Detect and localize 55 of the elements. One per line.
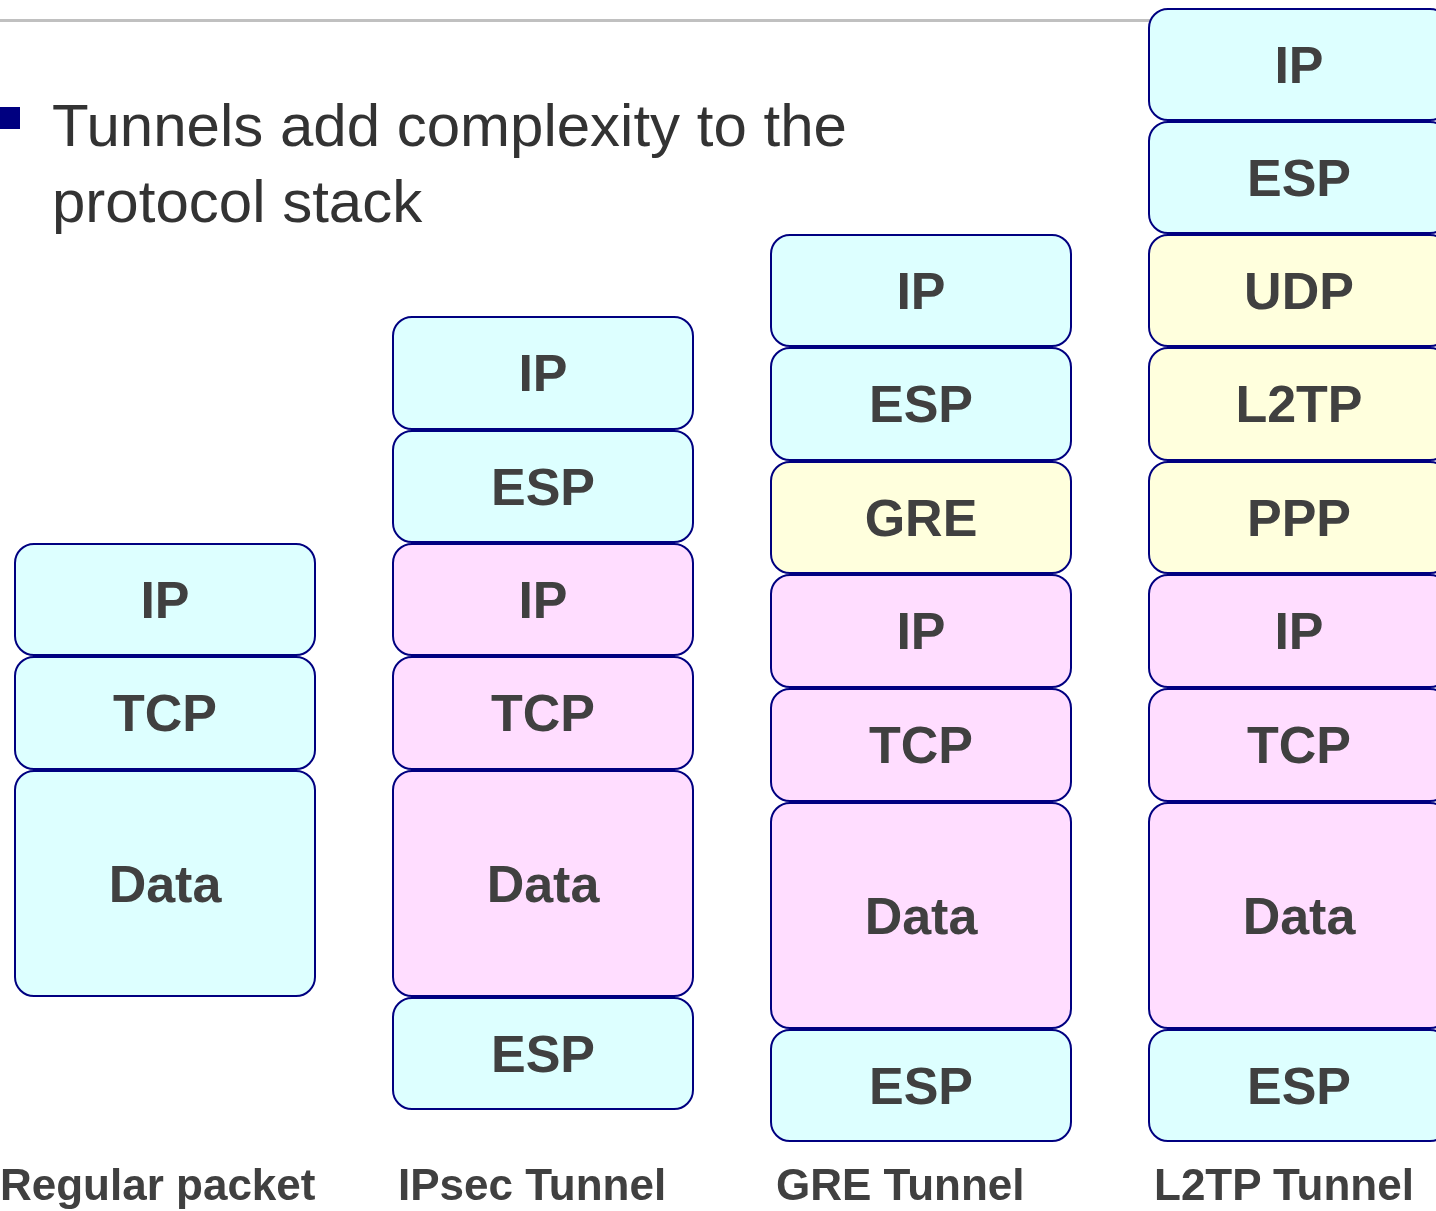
protocol-layer-box xyxy=(14,770,316,997)
layer-label: Data xyxy=(486,853,600,914)
protocol-layer-box xyxy=(770,347,1072,461)
protocol-layer-box xyxy=(1148,234,1436,347)
protocol-layer-box xyxy=(1148,802,1436,1029)
bullet-text: Tunnels add complexity to the protocol stack xyxy=(52,91,848,237)
layer-label: GRE xyxy=(864,487,978,548)
protocol-layer-box xyxy=(1148,1029,1436,1142)
layer-label: TCP xyxy=(1247,715,1351,775)
layer-label: ESP xyxy=(1246,147,1352,208)
layer-label: IP xyxy=(140,569,190,630)
protocol-layer-box xyxy=(14,543,316,656)
layer-label: Data xyxy=(108,853,222,914)
layer-label: ESP xyxy=(490,456,596,517)
protocol-layer-box xyxy=(770,574,1072,688)
layer-label: ESP xyxy=(868,1055,974,1116)
layer-label: Data xyxy=(1242,885,1356,946)
protocol-layer-box xyxy=(1148,8,1436,121)
protocol-layer-box xyxy=(1148,574,1436,688)
column-caption: GRE Tunnel xyxy=(776,1160,1025,1210)
layer-label: IP xyxy=(896,260,946,321)
layer-label: TCP xyxy=(491,683,595,743)
protocol-layer-box xyxy=(1148,688,1436,802)
layer-label: ESP xyxy=(490,1023,596,1084)
layer-label: L2TP xyxy=(1235,374,1363,434)
layer-label: IP xyxy=(1274,34,1324,95)
column-caption: IPsec Tunnel xyxy=(398,1160,667,1210)
layer-label: ESP xyxy=(1246,1055,1352,1116)
layer-label: IP xyxy=(518,569,568,630)
protocol-layer-box xyxy=(770,234,1072,347)
protocol-layer-box xyxy=(392,430,694,543)
protocol-layer-box xyxy=(1148,121,1436,234)
protocol-layer-box xyxy=(770,461,1072,574)
protocol-layer-box xyxy=(770,802,1072,1029)
protocol-layer-box xyxy=(392,997,694,1110)
protocol-layer-box xyxy=(392,316,694,430)
layer-label: TCP xyxy=(869,715,973,775)
protocol-layer-box xyxy=(392,770,694,997)
layer-label: Data xyxy=(864,885,978,946)
layer-label: UDP xyxy=(1244,260,1354,321)
protocol-layer-box xyxy=(392,543,694,656)
layer-label: PPP xyxy=(1246,487,1352,548)
protocol-layer-box xyxy=(770,1029,1072,1142)
layer-label: ESP xyxy=(868,374,974,434)
column-caption: L2TP Tunnel xyxy=(1154,1160,1414,1210)
protocol-layer-box xyxy=(14,656,316,770)
protocol-layer-box xyxy=(1148,347,1436,461)
protocol-layer-box xyxy=(770,688,1072,802)
layer-label: IP xyxy=(896,601,946,661)
protocol-layer-box xyxy=(392,656,694,770)
layer-label: IP xyxy=(518,343,568,403)
column-caption: Regular packet xyxy=(0,1160,316,1210)
layer-label: TCP xyxy=(113,683,217,743)
protocol-layer-box xyxy=(1148,461,1436,574)
layer-label: IP xyxy=(1274,601,1324,661)
